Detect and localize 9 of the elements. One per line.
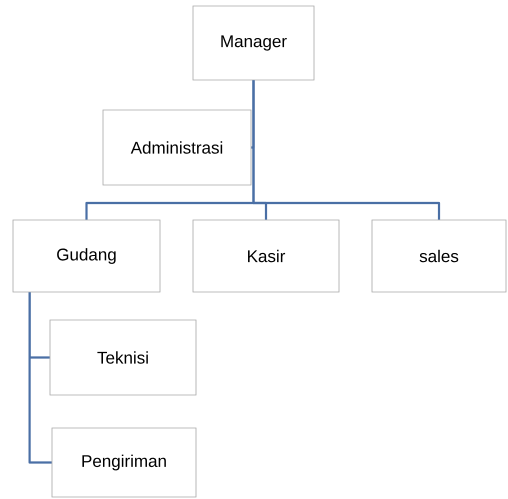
org-box: Gudang <box>12 220 160 292</box>
org-box: Teknisi <box>50 320 196 396</box>
org-box: Manager <box>192 6 314 80</box>
org-box: Kasir <box>192 220 340 292</box>
connector-line <box>252 80 440 220</box>
org-box: Pengiriman <box>52 428 196 498</box>
org-box: sales <box>372 220 506 292</box>
connector-line <box>28 292 52 464</box>
org-box: Administrasi <box>102 110 252 186</box>
